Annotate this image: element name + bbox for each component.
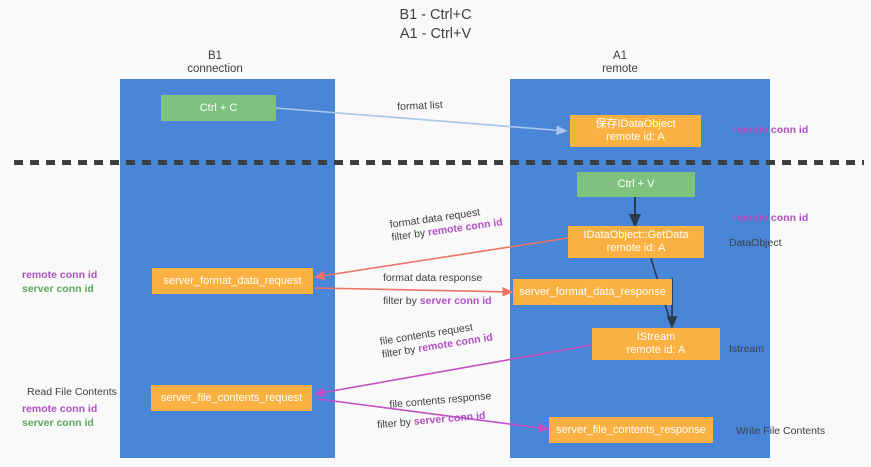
phase-divider xyxy=(14,160,864,165)
edge-label-format-list: format list xyxy=(397,99,443,114)
filter-by-prefix: filter by xyxy=(383,295,420,307)
filter-by-prefix: filter by xyxy=(376,415,415,432)
node-istream-line1: IStream xyxy=(636,331,676,343)
node-ctrl-c-label: Ctrl + C xyxy=(199,101,238,114)
title-line-2: A1 - Ctrl+V xyxy=(399,26,472,42)
annotation-left-bottom-remote: remote conn id xyxy=(22,403,98,415)
annotation-right-top: remote conn id xyxy=(733,123,808,137)
node-save-dataobject-line2: remote id: A xyxy=(606,131,665,143)
annotation-left-mid-remote: remote conn id xyxy=(22,269,98,281)
annotation-left-mid: remote conn id server conn id xyxy=(22,268,97,296)
node-ctrl-c[interactable]: Ctrl + C xyxy=(161,95,276,121)
diagram-title: B1 - Ctrl+C A1 - Ctrl+V xyxy=(0,6,871,44)
column-header-b1: B1 connection xyxy=(140,50,290,76)
server-conn-id-key: server conn id xyxy=(413,409,486,428)
column-header-a1: A1 remote xyxy=(540,50,700,76)
node-save-dataobject[interactable]: 保存IDataObject remote id: A xyxy=(570,115,701,147)
node-istream-line2: remote id: A xyxy=(626,344,686,356)
edge-label-file-contents-request: file contents request filter by remote c… xyxy=(379,318,494,361)
column-b1-name: B1 xyxy=(207,50,223,62)
node-server-format-data-response[interactable]: server_format_data_response xyxy=(513,279,672,305)
server-conn-id-key: server conn id xyxy=(419,295,492,307)
node-getdata[interactable]: IDataObject::GetData remote id: A xyxy=(568,226,704,258)
edge-label-file-contents-response-line2: filter by server conn id xyxy=(377,409,494,432)
title-line-1: B1 - Ctrl+C xyxy=(399,7,472,23)
node-getdata-line2: remote id: A xyxy=(606,242,666,254)
node-server-file-contents-response-label: server_file_contents_response xyxy=(556,423,706,436)
annotation-istream: Istream xyxy=(729,343,765,355)
edge-label-file-contents-response: file contents response filter by server … xyxy=(377,390,494,431)
column-a1-role: remote xyxy=(602,63,638,75)
annotation-right-mid: remote conn id xyxy=(733,211,808,225)
annotation-dataobject: DataObject xyxy=(729,237,782,249)
node-server-format-data-request-label: server_format_data_request xyxy=(163,274,302,287)
edge-label-format-list-text: format list xyxy=(397,99,443,113)
node-server-file-contents-request[interactable]: server_file_contents_request xyxy=(151,385,312,411)
node-save-dataobject-line1: 保存IDataObject xyxy=(595,118,676,130)
node-server-format-data-request[interactable]: server_format_data_request xyxy=(152,268,313,294)
annotation-left-bottom: remote conn id server conn id xyxy=(22,402,97,430)
node-ctrl-v-label: Ctrl + V xyxy=(617,178,655,190)
annotation-right-top-text: remote conn id xyxy=(733,124,809,136)
node-server-format-data-response-label: server_format_data_response xyxy=(519,285,666,298)
annotation-read-file-contents: Read File Contents xyxy=(27,386,117,398)
node-istream[interactable]: IStream remote id: A xyxy=(592,328,720,360)
node-ctrl-v[interactable]: Ctrl + V xyxy=(577,172,695,197)
column-b1-role: connection xyxy=(187,63,243,75)
edge-label-format-data-response-line2: filter by server conn id xyxy=(383,295,492,308)
node-getdata-line1: IDataObject::GetData xyxy=(583,229,689,241)
annotation-left-mid-server: server conn id xyxy=(22,283,94,295)
annotation-right-mid-text: remote conn id xyxy=(733,212,809,224)
node-server-file-contents-response[interactable]: server_file_contents_response xyxy=(549,417,713,443)
annotation-left-bottom-server: server conn id xyxy=(22,417,94,429)
edge-label-file-contents-response-line1: file contents response xyxy=(389,390,492,411)
node-server-file-contents-request-label: server_file_contents_request xyxy=(160,391,303,404)
edge-label-format-data-request: format data request filter by remote con… xyxy=(389,203,504,244)
edge-label-format-data-response-line1: format data response xyxy=(383,272,483,284)
edge-label-format-data-response: format data response filter by server co… xyxy=(383,272,492,308)
annotation-write-file-contents: Write File Contents xyxy=(736,425,826,437)
column-a1-name: A1 xyxy=(612,50,628,62)
